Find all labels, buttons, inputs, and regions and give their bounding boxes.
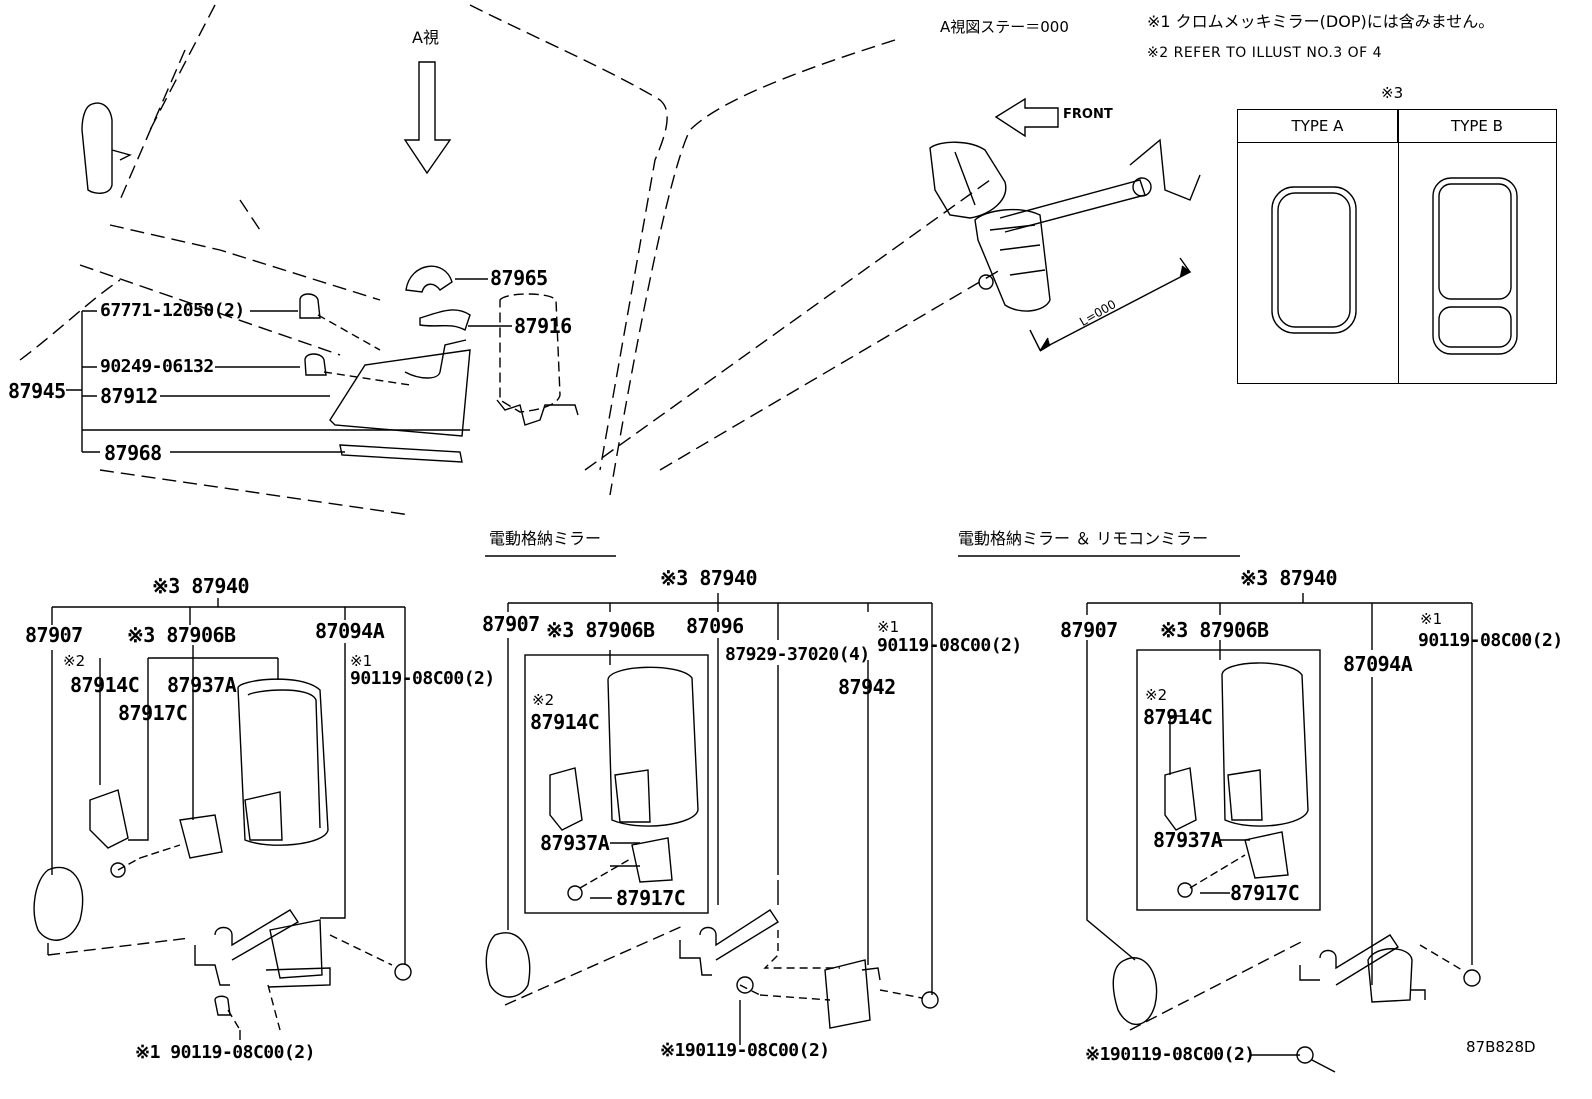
g2-90119-08c00: 90119-08C00(2) — [877, 635, 1022, 656]
part-87968: 87968 — [104, 441, 162, 465]
stay-mirror-drawing — [929, 97, 1201, 352]
g3-87094a: 87094A — [1343, 652, 1413, 676]
part-90249-06132: 90249-06132 — [100, 356, 214, 377]
g2-87942: 87942 — [838, 675, 896, 699]
g2-87937a: 87937A — [540, 831, 610, 855]
g1-87917c: 87917C — [118, 701, 188, 725]
note-1: ※1 クロムメッキミラー(DOP)には含みません。 — [1147, 12, 1495, 31]
drawing-id: 87B828D — [1466, 1038, 1536, 1056]
g2-note1-mark: ※1 — [877, 618, 900, 636]
g1-87907: 87907 — [25, 623, 83, 647]
g2-87917c: 87917C — [616, 886, 686, 910]
g3-90119-08c00: 90119-08C00(2) — [1418, 630, 1563, 651]
g1-90119-08c00: 90119-08C00(2) — [350, 668, 495, 689]
part-87916: 87916 — [514, 314, 572, 338]
type-a-header: TYPE A — [1238, 110, 1398, 143]
g2-note2-mark: ※2 — [532, 691, 555, 709]
g3-title: 電動格納ミラー ＆ リモコンミラー — [958, 529, 1209, 548]
g2-87906b: ※3 87906B — [546, 618, 655, 642]
top-leaders — [66, 278, 512, 453]
part-87912: 87912 — [100, 384, 158, 408]
top-assembly-parts — [299, 265, 579, 463]
part-87965: 87965 — [490, 266, 548, 290]
g2-87914c: 87914C — [530, 710, 600, 734]
g2-87907: 87907 — [482, 612, 540, 636]
view-arrow — [403, 61, 452, 175]
g3-87917c: 87917C — [1230, 881, 1300, 905]
mirror-type-table: TYPE A TYPE B — [1237, 109, 1557, 384]
g3-87906b: ※3 87906B — [1160, 618, 1269, 642]
g3-87940: ※3 87940 — [1240, 566, 1338, 590]
g1-87940: ※3 87940 — [152, 574, 250, 598]
vehicle-outline — [19, 4, 1001, 516]
g1-note2-mark: ※2 — [63, 652, 86, 670]
g2-87940: ※3 87940 — [660, 566, 758, 590]
type-a-mirror — [1271, 186, 1357, 334]
g2-87096: 87096 — [686, 614, 744, 638]
g2-bolt: ※190119-08C00(2) — [660, 1040, 830, 1061]
group1-lines — [33, 598, 412, 1040]
g1-87937a: 87937A — [167, 673, 237, 697]
type-b-header: TYPE B — [1398, 110, 1556, 143]
part-67771-12050: 67771-12050(2) — [100, 300, 245, 321]
g1-87906b: ※3 87906B — [127, 623, 236, 647]
type-table-marker: ※3 — [1381, 84, 1404, 102]
type-b-mirror — [1432, 177, 1518, 355]
note-2: ※2 REFER TO ILLUST NO.3 OF 4 — [1147, 45, 1383, 61]
g1-bolt: ※1 90119-08C00(2) — [135, 1042, 315, 1063]
g3-bolt: ※190119-08C00(2) — [1085, 1044, 1255, 1065]
g3-87914c: 87914C — [1143, 705, 1213, 729]
g2-title: 電動格納ミラー — [489, 529, 602, 548]
g3-note2-mark: ※2 — [1145, 686, 1168, 704]
g1-87914c: 87914C — [70, 673, 140, 697]
part-87945: 87945 — [8, 379, 66, 403]
g3-87907: 87907 — [1060, 618, 1118, 642]
g3-note1-mark: ※1 — [1420, 610, 1443, 628]
g1-note1-mark: ※1 — [350, 652, 373, 670]
stay-note: A視図ステー＝000 — [940, 18, 1069, 36]
group3-lines — [958, 555, 1481, 1073]
table-divider — [1398, 110, 1399, 383]
g3-87937a: 87937A — [1153, 828, 1223, 852]
g1-87094a: 87094A — [315, 619, 385, 643]
left-mirror-sketch — [81, 102, 132, 194]
front-label: FRONT — [1063, 107, 1113, 122]
group2-lines — [485, 555, 939, 1045]
view-a-label: A視 — [412, 28, 439, 47]
g2-87929-37020: 87929-37020(4) — [725, 644, 870, 665]
